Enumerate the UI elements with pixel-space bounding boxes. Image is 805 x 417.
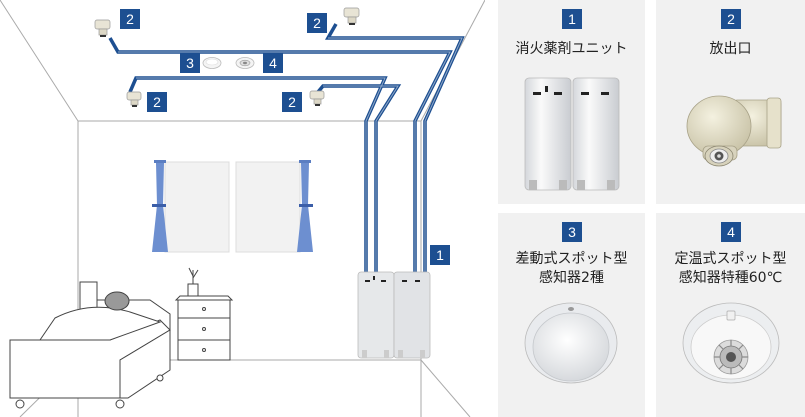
nozzle-ceiling-mid-right: [309, 90, 325, 106]
nightstand: [174, 267, 234, 361]
curtain-left: [152, 160, 168, 252]
panel-number: 3: [562, 222, 582, 242]
panel-title-line1: 定温式スポット型: [674, 251, 787, 267]
nozzle-ceiling-left: [94, 19, 111, 37]
panel-title-line1: 差動式スポット型: [515, 251, 628, 267]
badge-nozzle-ceiling-left: 2: [120, 9, 140, 29]
panel-nozzle: 2 放出口: [656, 0, 805, 204]
window-right: [235, 161, 301, 253]
badge-nozzle-ceiling-right: 2: [307, 13, 327, 33]
room-illustration: [0, 0, 485, 417]
curtain-right: [297, 160, 313, 252]
panel-differential-sensor: 3 差動式スポット型 感知器2種: [498, 213, 645, 417]
badge-unit: 1: [430, 245, 450, 265]
panel-title-line2: 感知器特種60℃: [678, 270, 783, 286]
extinguisher-unit: [357, 271, 431, 359]
pipe-ceiling-right: [324, 23, 465, 278]
panel-number: 4: [721, 222, 741, 242]
panel-title: 消火薬剤ユニット: [515, 41, 628, 57]
panel-title-line2: 感知器2種: [539, 270, 604, 286]
panel-number: 2: [721, 9, 741, 29]
pipe-ceiling-mid-right: [316, 84, 402, 278]
bed: [9, 281, 171, 409]
badge-sensor-fixed-temp: 4: [263, 53, 283, 73]
panel-title: 放出口: [709, 41, 752, 57]
badge-nozzle-ceiling-mid-right: 2: [282, 92, 302, 112]
nozzle-ceiling-right: [343, 7, 360, 25]
window-left: [164, 161, 230, 253]
fixed-temp-sensor-image: [682, 302, 780, 384]
differential-sensor-image: [524, 302, 618, 384]
floor-right-edge: [420, 359, 471, 417]
nozzle-ceiling-mid-left: [126, 91, 142, 107]
right-wall-edge: [420, 0, 485, 417]
badge-nozzle-ceiling-mid-left: 2: [147, 92, 167, 112]
panel-number: 1: [562, 9, 582, 29]
panel-fixed-temp-sensor: 4 定温式スポット型 感知器特種60℃: [656, 213, 805, 417]
nozzle-image: [686, 95, 782, 167]
sensor-differential-icon: [202, 57, 222, 69]
extinguisher-unit-image: [524, 77, 620, 191]
panel-extinguisher-unit: 1 消火薬剤ユニット: [498, 0, 645, 204]
sensor-fixed-temp-icon: [235, 57, 255, 69]
badge-sensor-differential: 3: [180, 53, 200, 73]
